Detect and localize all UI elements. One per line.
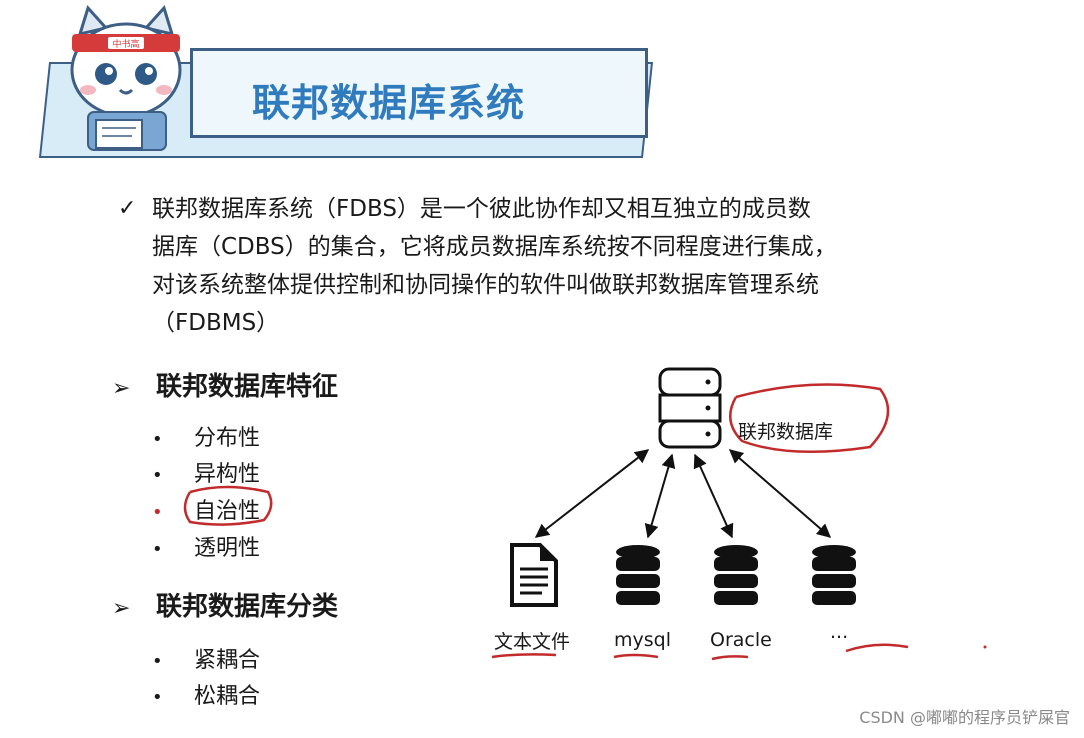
arrow-connector [693,453,734,539]
other-database-icon [812,545,856,605]
arrow-bullet-icon: ➢ [112,376,131,401]
check-icon: ✓ [118,196,137,221]
red-underline-annotation [711,655,749,661]
title-banner [190,48,648,138]
list-item-text: 异构性 [194,462,261,487]
list-item: • 松耦合 [152,678,260,710]
list-item: • 分布性 [152,420,260,452]
node-label-ellipsis: ... [830,621,849,643]
list-item-text: 紧耦合 [194,648,261,673]
node-label-mysql: mysql [614,629,671,651]
arrow-connector [534,449,650,538]
features-heading: ➢ 联邦数据库特征 [112,366,338,403]
page-title: 联邦数据库系统 [252,81,526,125]
bullet-icon: • [152,429,163,450]
paragraph-line: （FDBMS） [152,310,280,336]
features-heading-text: 联邦数据库特征 [156,372,339,402]
oracle-database-icon [714,545,758,605]
bullet-icon: • [152,687,163,708]
paragraph-line: 联邦数据库系统（FDBS）是一个彼此协作却又相互独立的成员数 [152,196,811,222]
red-underline-annotation [613,653,659,659]
list-item-text: 自治性 [194,499,261,524]
server-icon [658,367,722,449]
arrow-bullet-icon: ➢ [112,596,131,621]
list-item: • 紧耦合 [152,642,260,674]
mascot-badge: 中书高 [112,38,139,50]
text-file-icon [510,543,558,607]
list-item: • 自治性 [152,493,260,525]
federated-database-diagram: 联邦数据库 文本文件 mysql Oracle ... [470,355,1070,675]
arrow-connector [644,453,676,539]
red-underline-annotation [491,653,557,659]
list-item: • 透明性 [152,530,260,562]
bullet-icon: • [152,651,163,672]
red-circle-annotation [729,383,890,454]
watermark: CSDN @嘟嘟的程序员铲屎官 [859,708,1070,727]
classification-heading: ➢ 联邦数据库分类 [112,586,338,623]
definition-paragraph: ✓ 联邦数据库系统（FDBS）是一个彼此协作却又相互独立的成员数 据库（CDBS… [118,190,948,342]
bullet-icon: • [152,539,163,560]
paragraph-line: 据库（CDBS）的集合，它将成员数据库系统按不同程度进行集成， [152,234,837,260]
red-underline-annotation [845,643,909,653]
node-label-oracle: Oracle [710,629,772,651]
mysql-database-icon [616,545,660,605]
list-item-text: 松耦合 [194,684,261,709]
list-item-text: 透明性 [194,536,261,561]
red-circle-annotation [183,485,273,526]
center-node-label: 联邦数据库 [738,421,834,443]
paragraph-line: 对该系统整体提供控制和协同操作的软件叫做联邦数据库管理系统 [152,272,819,298]
classification-heading-text: 联邦数据库分类 [156,592,339,622]
arrow-connector [728,449,832,538]
bullet-icon: • [152,502,163,523]
list-item-text: 分布性 [194,426,261,451]
cat-mascot-icon: 中书高 [70,5,182,151]
node-label-text-file: 文本文件 [494,631,571,653]
list-item: • 异构性 [152,456,260,488]
bullet-icon: • [152,465,163,486]
